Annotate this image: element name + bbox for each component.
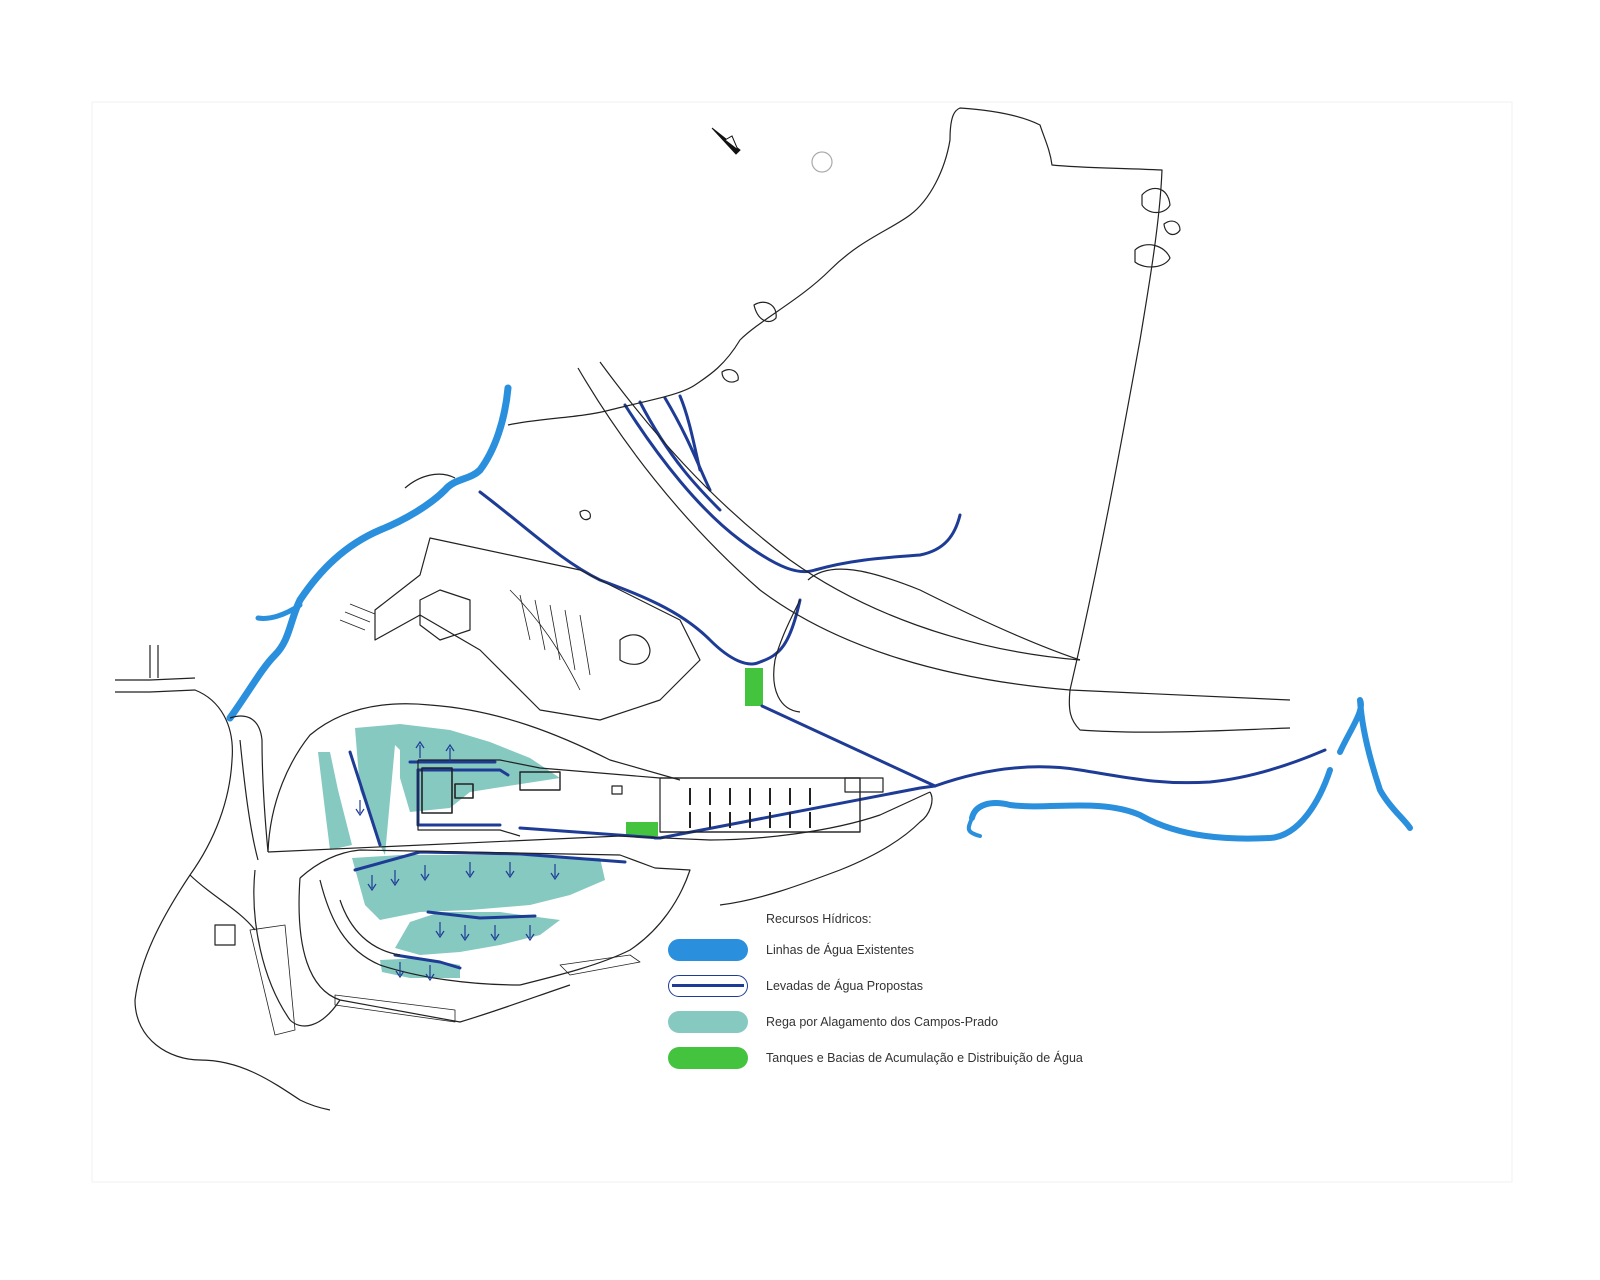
page-frame: [91, 101, 1513, 1183]
water-tanks: [626, 668, 763, 836]
existing-water-lines: [226, 384, 1413, 842]
irrigation-fields: [318, 724, 605, 978]
legend-label: Rega por Alagamento dos Campos-Prado: [766, 1015, 999, 1029]
legend-label: Linhas de Água Existentes: [766, 943, 915, 957]
legend-label: Tanques e Bacias de Acumulação e Distrib…: [766, 1051, 1083, 1065]
base-outlines: [115, 107, 1291, 1111]
legend-label: Levadas de Água Propostas: [766, 979, 924, 993]
legend-title: Recursos Hídricos:: [766, 912, 872, 926]
north-arrow-icon: [711, 127, 741, 155]
legend-swatch-proposed-levadas: [668, 975, 748, 997]
legend: Recursos Hídricos: Linhas de Água Existe…: [668, 912, 1138, 1076]
legend-item-proposed-levadas: Levadas de Água Propostas: [668, 968, 1138, 1004]
legend-item-irrigation: Rega por Alagamento dos Campos-Prado: [668, 1004, 1138, 1040]
legend-item-existing-water: Linhas de Água Existentes: [668, 932, 1138, 968]
proposed-levadas: [348, 394, 1327, 970]
flow-arrows: [355, 740, 560, 982]
legend-swatch-existing-water: [668, 939, 748, 961]
legend-swatch-tanks: [668, 1047, 748, 1069]
legend-swatch-irrigation: [668, 1011, 748, 1033]
legend-item-tanks: Tanques e Bacias de Acumulação e Distrib…: [668, 1040, 1138, 1076]
